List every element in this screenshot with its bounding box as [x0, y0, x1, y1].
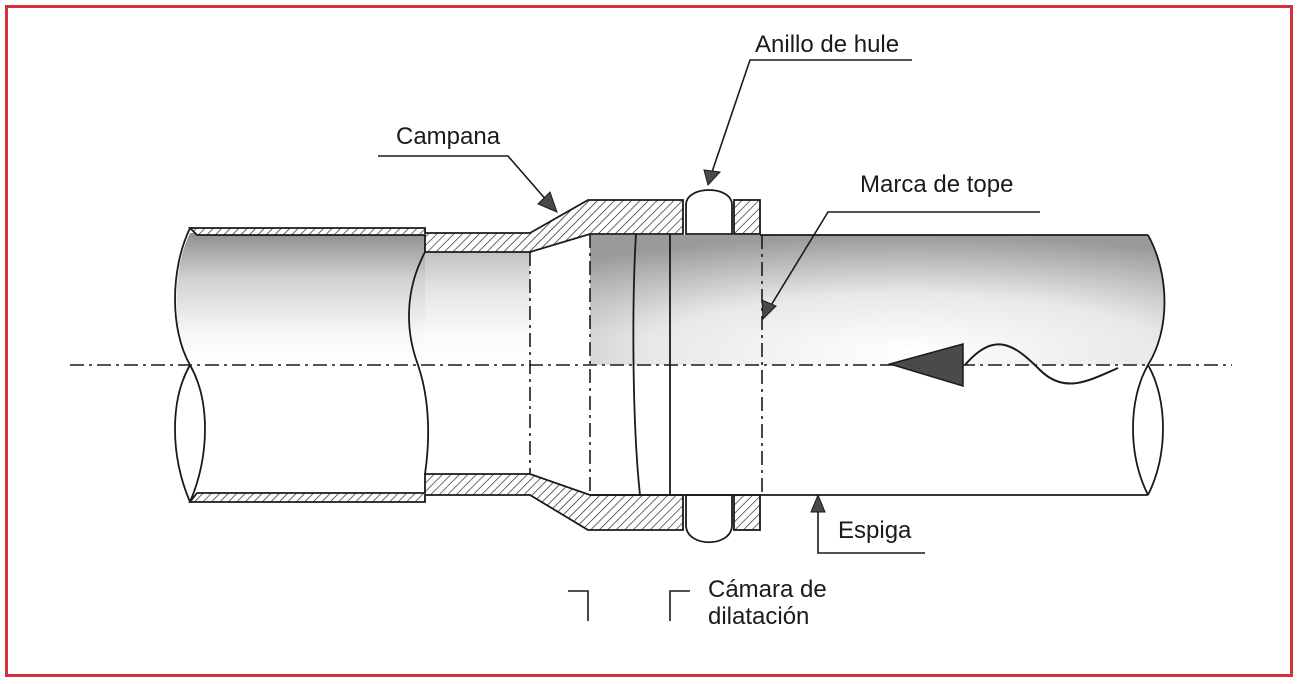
flow-wave-tail — [964, 343, 1119, 385]
camara-brackets — [568, 590, 690, 621]
campana-arrowhead-icon — [537, 191, 558, 213]
label-marca-de-tope: Marca de tope — [860, 171, 1013, 198]
bell-wall-bottom — [188, 473, 684, 531]
rubber-ring-top — [685, 189, 733, 235]
label-anillo-de-hule: Anillo de hule — [755, 31, 899, 58]
rubber-ring-bottom — [685, 494, 733, 544]
flow-arrow-icon — [887, 343, 964, 388]
marca-arrowhead-icon — [761, 299, 777, 321]
leader-lines — [378, 59, 1040, 554]
label-camara-line1: Cámara de — [708, 576, 827, 603]
anillo-arrowhead-icon — [703, 169, 722, 187]
espiga-arrowhead-icon — [810, 493, 826, 513]
left-pipe-inner-shade — [425, 252, 530, 365]
label-campana: Campana — [396, 123, 501, 150]
bell-wall-top — [187, 199, 684, 253]
bell-lip-bottom — [733, 494, 761, 531]
right-pipe-shade — [590, 235, 1165, 365]
construction-lines — [70, 234, 1232, 495]
left-pipe-shade — [176, 233, 425, 365]
label-espiga: Espiga — [838, 517, 912, 544]
label-camara-line2: dilatación — [708, 603, 809, 630]
bell-lip-top — [733, 199, 761, 235]
